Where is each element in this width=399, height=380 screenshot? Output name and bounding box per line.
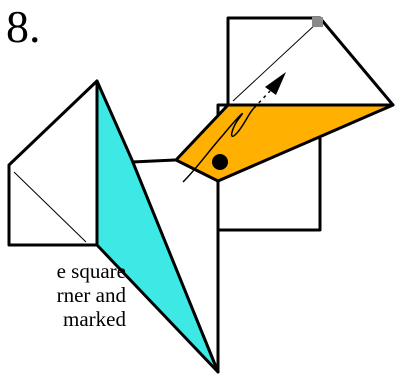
top-diagonal-crease	[232, 22, 318, 102]
corner-marker	[312, 17, 323, 27]
fold-arrow-head-icon	[265, 72, 286, 95]
fold-path-curve	[182, 107, 255, 183]
step-number: 8.	[6, 1, 41, 52]
cyan-flap	[95, 79, 220, 374]
instruction-line: rner and	[56, 283, 126, 307]
reference-point-dot	[212, 154, 228, 170]
left-square-panel	[7, 79, 99, 247]
orange-flap	[174, 103, 395, 183]
instruction-text: e square rner and marked	[57, 259, 126, 331]
top-square-panel	[226, 16, 395, 107]
left-diagonal-crease	[13, 171, 87, 243]
instruction-line: marked	[63, 307, 126, 331]
instruction-line: e square	[56, 259, 126, 283]
